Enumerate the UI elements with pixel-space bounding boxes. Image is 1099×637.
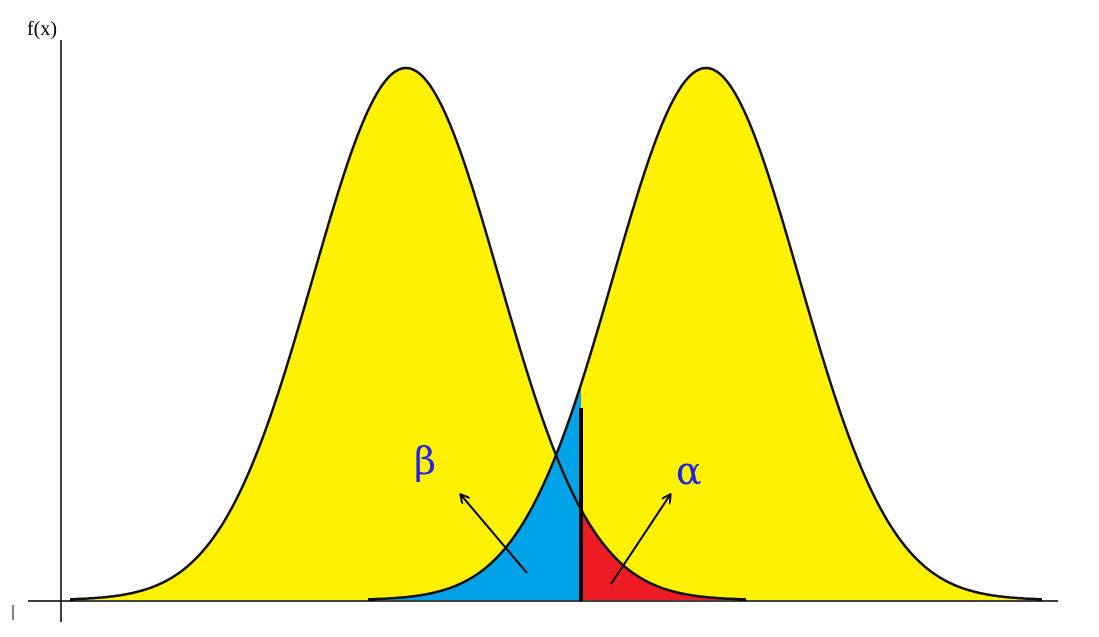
beta-label: β xyxy=(414,439,436,483)
alpha-label: α xyxy=(676,449,702,493)
right-distribution-curve xyxy=(367,66,1042,601)
right-distribution-fill xyxy=(548,68,1042,600)
beta-region xyxy=(368,384,581,600)
left-distribution-fill xyxy=(70,68,560,600)
alpha-region xyxy=(581,509,746,600)
y-axis-label: f(x) xyxy=(27,18,57,40)
alpha-arrow xyxy=(610,495,670,585)
left-distribution-curve xyxy=(70,66,746,601)
beta-arrow xyxy=(461,495,528,574)
